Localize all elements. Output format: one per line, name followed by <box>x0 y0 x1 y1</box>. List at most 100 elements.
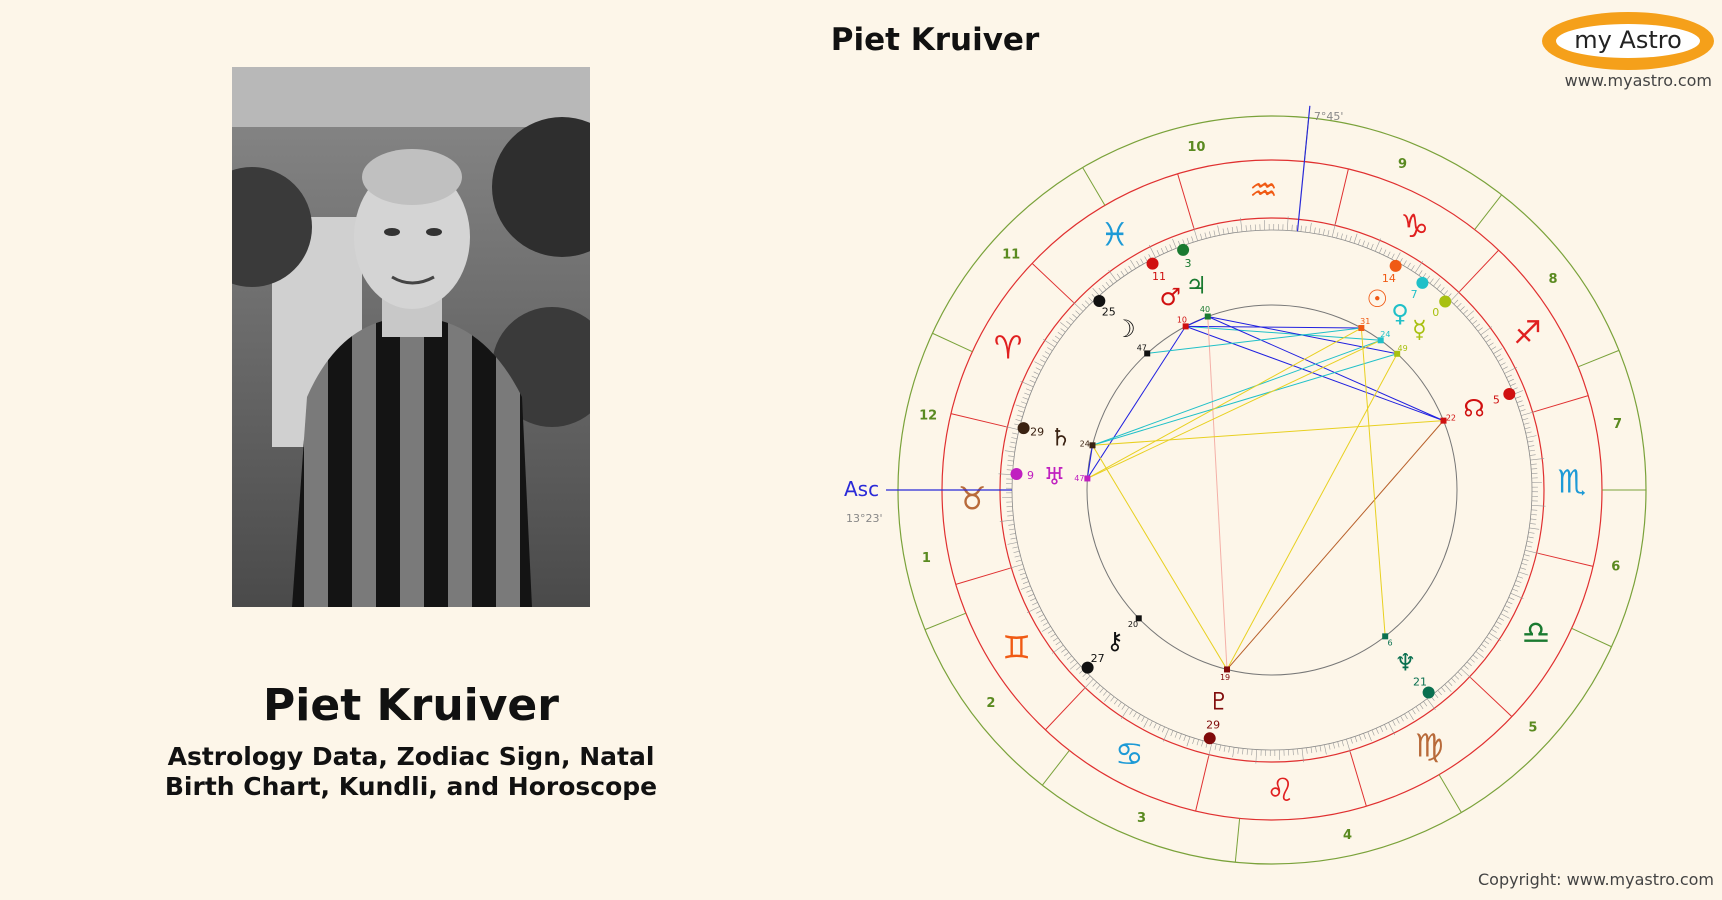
chart-title: Piet Kruiver <box>830 22 1040 58</box>
sign-divider <box>1044 687 1086 731</box>
degree-tick <box>1447 681 1453 686</box>
degree-tick <box>1380 726 1384 732</box>
degree-tick <box>1530 458 1545 461</box>
house-cusp <box>1234 818 1241 863</box>
degree-tick <box>1095 684 1101 690</box>
house-cusp <box>1577 349 1620 368</box>
degree-tick <box>1012 432 1019 435</box>
degree-tick <box>1481 643 1487 649</box>
degree-tick <box>1028 593 1034 597</box>
aspect-line <box>1226 420 1444 670</box>
degree-tick <box>1454 674 1460 680</box>
degree-tick <box>1527 536 1534 539</box>
neptune-aspect-point <box>1382 633 1389 640</box>
uranus-marker <box>1010 468 1023 481</box>
degree-tick <box>1318 228 1321 235</box>
degree-tick <box>1204 232 1207 239</box>
sign-divider <box>1458 249 1500 293</box>
house-number: 2 <box>986 696 995 711</box>
degree-tick <box>1508 378 1514 382</box>
site-logo[interactable]: my Astro <box>1542 12 1714 70</box>
degree-ticks <box>998 216 1546 764</box>
aspect-line <box>1185 325 1381 341</box>
degree-tick <box>1075 310 1081 315</box>
degree-tick <box>1366 242 1370 249</box>
degree-tick <box>1213 230 1216 237</box>
degree-tick <box>1519 409 1526 412</box>
saturn-minute: 24 <box>1080 439 1090 448</box>
degree-tick <box>1456 302 1462 308</box>
degree-tick <box>1016 414 1023 417</box>
degree-tick <box>1367 731 1372 742</box>
copyright-text[interactable]: Copyright: www.myastro.com <box>1478 870 1714 889</box>
degree-tick <box>999 519 1014 522</box>
pluto-icon: ♇ <box>1208 687 1230 715</box>
degree-tick <box>1024 392 1031 396</box>
degree-tick <box>1362 240 1365 247</box>
zodiac-signs: ♈♉♊♋♌♍♎♏♐♑♒♓ <box>950 168 1594 812</box>
degree-tick <box>1236 226 1238 233</box>
aspect-line <box>1226 353 1398 670</box>
degree-tick <box>1516 400 1523 403</box>
degree-tick <box>1346 739 1351 753</box>
aries-sign-icon: ♈ <box>994 328 1023 366</box>
degree-tick <box>1193 227 1198 241</box>
degree-tick <box>1396 718 1400 724</box>
aspect-line <box>1185 325 1362 329</box>
degree-tick <box>1287 216 1289 231</box>
aspect-line <box>1087 339 1381 479</box>
degree-tick <box>1066 655 1072 660</box>
degree-tick <box>1531 505 1546 507</box>
pluto-degree: 29 <box>1206 719 1220 732</box>
degree-tick <box>1488 342 1494 347</box>
degree-tick <box>1400 715 1404 722</box>
degree-tick <box>1529 449 1536 452</box>
degree-tick <box>1133 711 1137 718</box>
taurus-sign-icon: ♉ <box>958 479 987 517</box>
jupiter-icon: ♃ <box>1186 272 1208 300</box>
degree-tick <box>1359 734 1362 741</box>
degree-tick <box>1055 641 1061 646</box>
house-cusp <box>1041 750 1070 786</box>
house-number: 8 <box>1549 272 1558 287</box>
chiron-degree: 27 <box>1091 652 1105 665</box>
degree-tick <box>1020 585 1031 590</box>
degree-tick <box>1072 301 1084 312</box>
logo-url[interactable]: www.myastro.com <box>1564 71 1712 90</box>
node-degree: 5 <box>1493 393 1500 406</box>
mars-marker <box>1146 257 1159 270</box>
house-number: 10 <box>1187 140 1205 155</box>
house-number: 7 <box>1613 417 1622 432</box>
aspect-line <box>1360 327 1386 637</box>
degree-tick <box>1245 225 1247 232</box>
sign-divider <box>950 413 1008 428</box>
degree-tick <box>1315 746 1317 753</box>
degree-tick <box>1105 281 1110 288</box>
aspect-line <box>1092 339 1381 446</box>
degree-tick <box>1328 743 1331 750</box>
capricorn-sign-icon: ♑ <box>1400 207 1429 245</box>
degree-tick <box>1524 427 1531 430</box>
degree-tick <box>1174 731 1178 738</box>
degree-tick <box>1034 361 1044 367</box>
aspect-line <box>1207 316 1444 422</box>
degree-tick <box>1183 735 1187 742</box>
degree-tick <box>1434 692 1439 699</box>
degree-tick <box>1240 217 1243 232</box>
degree-tick <box>1162 728 1170 742</box>
degree-tick <box>1327 230 1330 237</box>
aspect-line <box>1086 445 1093 479</box>
degree-tick <box>1051 644 1064 654</box>
degree-tick <box>1512 588 1519 592</box>
sign-divider <box>955 567 1012 585</box>
degree-tick <box>1009 533 1016 535</box>
sign-divider <box>1469 676 1513 718</box>
degree-tick <box>1523 422 1530 425</box>
mars-icon: ♂ <box>1160 283 1182 311</box>
degree-tick <box>1179 733 1182 740</box>
degree-tick <box>1007 542 1018 545</box>
house-cusp <box>1474 194 1503 230</box>
degree-tick <box>1437 690 1442 696</box>
aspect-line <box>1185 316 1208 327</box>
chiron-icon: ⚷ <box>1106 627 1124 655</box>
